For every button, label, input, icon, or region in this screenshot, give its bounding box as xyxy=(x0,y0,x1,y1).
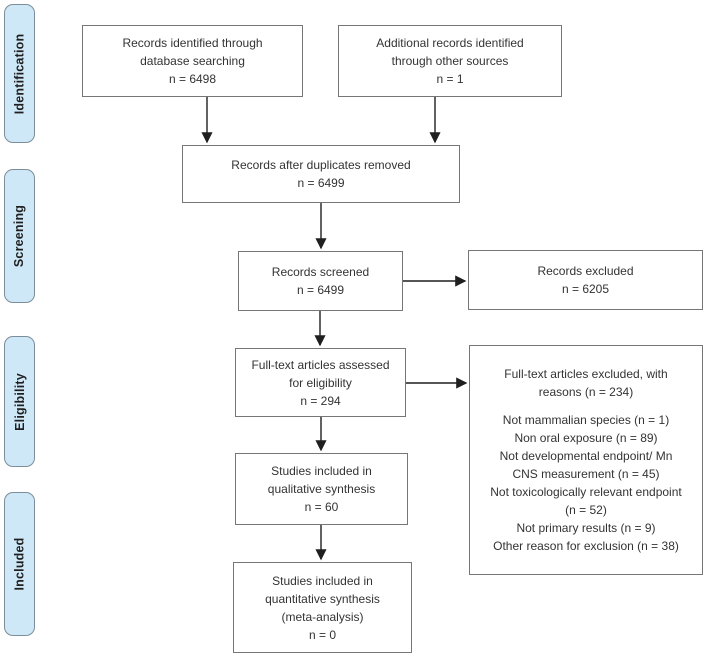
box-text-line: Records after duplicates removed xyxy=(231,158,411,172)
box-records-identified-database: Records identified through database sear… xyxy=(82,25,303,97)
box-text-line: n = 1 xyxy=(436,72,464,86)
box-text-line: Not developmental endpoint/ Mn xyxy=(499,449,673,463)
box-text-line: (meta-analysis) xyxy=(281,609,364,624)
box-text-line: reasons (n = 234) xyxy=(538,385,634,399)
box-text-line: through other sources xyxy=(391,54,509,68)
box-text-line: Additional records identified xyxy=(376,36,524,50)
box-qualitative-synthesis: Studies included in qualitative synthesi… xyxy=(235,453,408,525)
box-text-line: for eligibility xyxy=(289,375,352,390)
box-text-line: Non oral exposure (n = 89) xyxy=(514,431,658,445)
box-quantitative-synthesis: Studies included in quantitative synthes… xyxy=(233,562,412,653)
stage-eligibility-label: Eligibility xyxy=(12,372,27,431)
stage-included-label: Included xyxy=(12,537,27,591)
box-records-excluded: Records excluded n = 6205 xyxy=(468,250,703,310)
box-text-line: n = 6499 xyxy=(297,176,345,190)
box-text-line: n = 6205 xyxy=(561,282,610,296)
box-text-line: Full-text articles assessed xyxy=(251,357,390,372)
stage-identification-label: Identification xyxy=(12,33,27,114)
box-text-line: quantitative synthesis xyxy=(265,591,380,606)
box-text-line: qualitative synthesis xyxy=(267,482,376,496)
box-text-line: Other reason for exclusion (n = 38) xyxy=(493,539,679,553)
box-text-line: Not toxicologically relevant endpoint xyxy=(490,485,682,499)
box-fulltext-excluded-reasons: Full-text articles excluded, with reason… xyxy=(469,345,703,575)
stage-eligibility: Eligibility xyxy=(4,336,35,467)
stage-screening: Screening xyxy=(4,169,35,303)
box-text-line: Studies included in xyxy=(272,573,373,588)
box-text-line: Records excluded xyxy=(537,264,634,278)
stage-identification: Identification xyxy=(4,4,35,143)
box-text-line: Not mammalian species (n = 1) xyxy=(502,413,670,427)
box-fulltext-assessed: Full-text articles assessed for eligibil… xyxy=(235,348,406,417)
box-text-line: Full-text articles excluded, with xyxy=(504,367,668,381)
box-text-line: CNS measurement (n = 45) xyxy=(512,467,660,481)
box-text-line: Records identified through xyxy=(122,36,263,50)
box-text-line: n = 60 xyxy=(304,500,339,514)
stage-included: Included xyxy=(4,492,35,636)
box-text-line: n = 6498 xyxy=(168,72,217,86)
box-text-line: n = 294 xyxy=(300,393,341,408)
box-records-screened: Records screened n = 6499 xyxy=(238,251,403,311)
box-text-line: Studies included in xyxy=(271,464,372,478)
box-text-line: n = 6499 xyxy=(296,283,345,297)
stage-screening-label: Screening xyxy=(12,204,27,268)
box-text-line: Records screened xyxy=(271,265,370,279)
box-text-line: database searching xyxy=(140,54,245,68)
box-additional-records: Additional records identified through ot… xyxy=(338,25,562,97)
box-text-line: (n = 52) xyxy=(565,503,607,517)
box-text-line: Not primary results (n = 9) xyxy=(516,521,656,535)
box-after-duplicates-removed: Records after duplicates removed n = 649… xyxy=(182,145,460,203)
box-text-line: n = 0 xyxy=(308,627,337,642)
